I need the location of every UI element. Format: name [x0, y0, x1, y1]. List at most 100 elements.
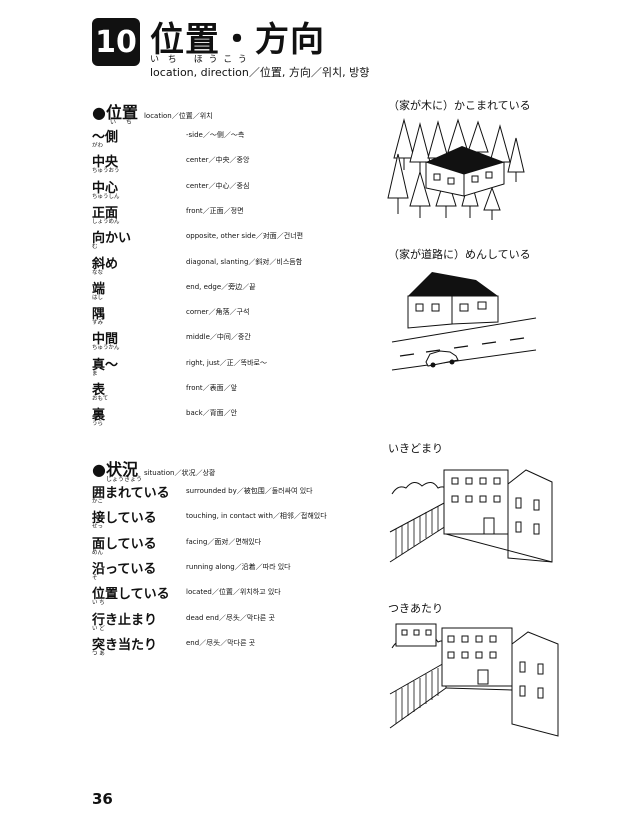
term-row: 中間ちゅうかん middle／中间／중간 — [92, 328, 362, 352]
section-gloss: location／位置／위치 — [143, 112, 213, 120]
term-word: 中央 — [92, 155, 119, 171]
term-row: 沿っているそ running along／沿着／따라 있다 — [92, 558, 362, 582]
term-word: 端 — [92, 281, 106, 297]
term-gloss: -side／～侧／～측 — [186, 131, 245, 139]
dead-end-illustration — [389, 469, 553, 563]
tree-icon — [409, 170, 431, 218]
term-word: 表 — [92, 383, 106, 398]
section-heading-text: ●状況 — [92, 460, 138, 479]
building-icon — [507, 469, 553, 563]
section-gloss: situation／状况／상황 — [143, 469, 216, 477]
term-gloss: front／表面／앞 — [186, 384, 238, 392]
section-heading-situation: ●状況 situation／状况／상황 — [92, 456, 215, 480]
term-reading: かこ — [92, 499, 104, 505]
term-gloss: touching, in contact with／相邻／접해있다 — [186, 512, 327, 521]
term-word: 囲まれている — [92, 486, 170, 501]
house-facing-road-illustration — [391, 272, 537, 371]
term-reading: ちゅうかん — [92, 345, 120, 352]
term-reading: む — [92, 244, 98, 251]
illustration-caption: （家が木に）かこまれている — [388, 99, 531, 112]
term-row: 囲まれているかこ surrounded by／被包围／둘러싸여 있다 — [92, 482, 362, 506]
term-gloss: running along／沿着／따라 있다 — [186, 562, 291, 571]
term-row: ～側がわ -side／～侧／～측 — [92, 126, 362, 150]
chapter-number: 10 — [95, 24, 137, 60]
term-word: ～側 — [92, 130, 119, 145]
term-gloss: front／正面／정면 — [186, 206, 244, 215]
term-word: 突き当たり — [92, 637, 158, 653]
term-word: 面している — [92, 536, 157, 552]
term-reading: しょうめん — [92, 218, 120, 225]
term-reading: はし — [92, 294, 104, 301]
term-reading: ちゅうおう — [92, 168, 120, 175]
tree-icon — [387, 153, 409, 214]
term-word: 接している — [92, 511, 157, 527]
term-word: 向かい — [92, 231, 132, 247]
term-row: 位置しているい ち located／位置／위치하고 있다 — [92, 583, 362, 607]
term-row: 正面しょうめん front／正面／정면 — [92, 202, 362, 226]
term-row: 面しているめん facing／面对／면해있다 — [92, 533, 362, 557]
term-reading: い ち — [92, 600, 105, 607]
term-reading: めん — [92, 549, 104, 556]
term-gloss: end, edge／旁边／끝 — [186, 282, 256, 291]
building-icon — [441, 627, 513, 687]
section-heading-position: ●位置 location／位置／위치 — [92, 99, 213, 123]
tree-icon — [393, 118, 415, 170]
term-row: 行き止まりい ど dead end／尽头／막다른 곳 — [92, 609, 362, 633]
term-gloss: center／中央／중앙 — [186, 156, 250, 165]
term-row: 表おもて front／表面／앞 — [92, 379, 362, 403]
term-gloss: middle／中间／중간 — [186, 333, 251, 342]
house-surrounded-by-trees-illustration — [387, 118, 525, 220]
t-junction-illustration — [389, 623, 559, 737]
term-reading: い ど — [92, 625, 105, 632]
term-word: 隅 — [92, 307, 106, 323]
term-word: 位置している — [92, 587, 170, 603]
term-gloss: surrounded by／被包围／둘러싸여 있다 — [186, 487, 313, 495]
building-icon — [395, 623, 437, 647]
term-reading: うら — [92, 421, 104, 428]
term-word: 正面 — [92, 205, 119, 221]
term-reading: せっ — [92, 524, 104, 531]
term-gloss: facing／面对／면해있다 — [186, 537, 262, 546]
illustration-caption: （家が道路に）めんしている — [388, 248, 531, 261]
section-heading-ruby: い ち — [110, 119, 136, 126]
term-gloss: located／位置／위치하고 있다 — [186, 588, 281, 597]
tree-icon — [483, 186, 501, 220]
chapter-title: 位置・方向 — [150, 20, 325, 60]
term-reading: つ あ — [92, 650, 105, 657]
term-reading: ま — [92, 370, 98, 377]
car-icon — [425, 350, 459, 368]
term-gloss: dead end／尽头／막다른 곳 — [186, 613, 275, 622]
chapter-number-badge: 10 — [92, 18, 140, 66]
term-word: 中間 — [92, 332, 119, 348]
house-icon — [407, 272, 499, 329]
section-heading-ruby: じょうきょう — [106, 476, 143, 483]
term-word: 行き止まり — [92, 612, 158, 628]
building-icon — [511, 631, 559, 737]
house-icon — [425, 146, 505, 197]
term-word: 斜め — [92, 256, 119, 272]
term-row: 中心ちゅうしん center／中心／중심 — [92, 177, 362, 201]
term-word: 裏 — [92, 408, 106, 424]
term-reading: がわ — [92, 143, 104, 149]
term-reading: おもて — [92, 396, 109, 402]
term-gloss: back／背面／안 — [186, 409, 238, 418]
term-word: 中心 — [92, 180, 119, 196]
shrubs-icon — [391, 482, 449, 495]
term-reading: すみ — [92, 320, 104, 327]
term-reading: なな — [92, 269, 104, 276]
term-row: 裏うら back／背面／안 — [92, 404, 362, 428]
term-gloss: center／中心／중심 — [186, 181, 250, 190]
term-reading: そ — [92, 574, 98, 581]
term-row: 中央ちゅうおう center／中央／중앙 — [92, 151, 362, 175]
term-gloss: right, just／正／똑바로～ — [186, 358, 267, 367]
chapter-title-ruby: い ち ほ う こ う — [150, 55, 247, 65]
term-reading: ちゅうしん — [92, 193, 120, 200]
term-word: 沿っている — [92, 561, 157, 577]
section-heading-text: ●位置 — [92, 103, 138, 122]
illustration-caption: つきあたり — [388, 602, 443, 615]
building-icon — [443, 469, 509, 535]
